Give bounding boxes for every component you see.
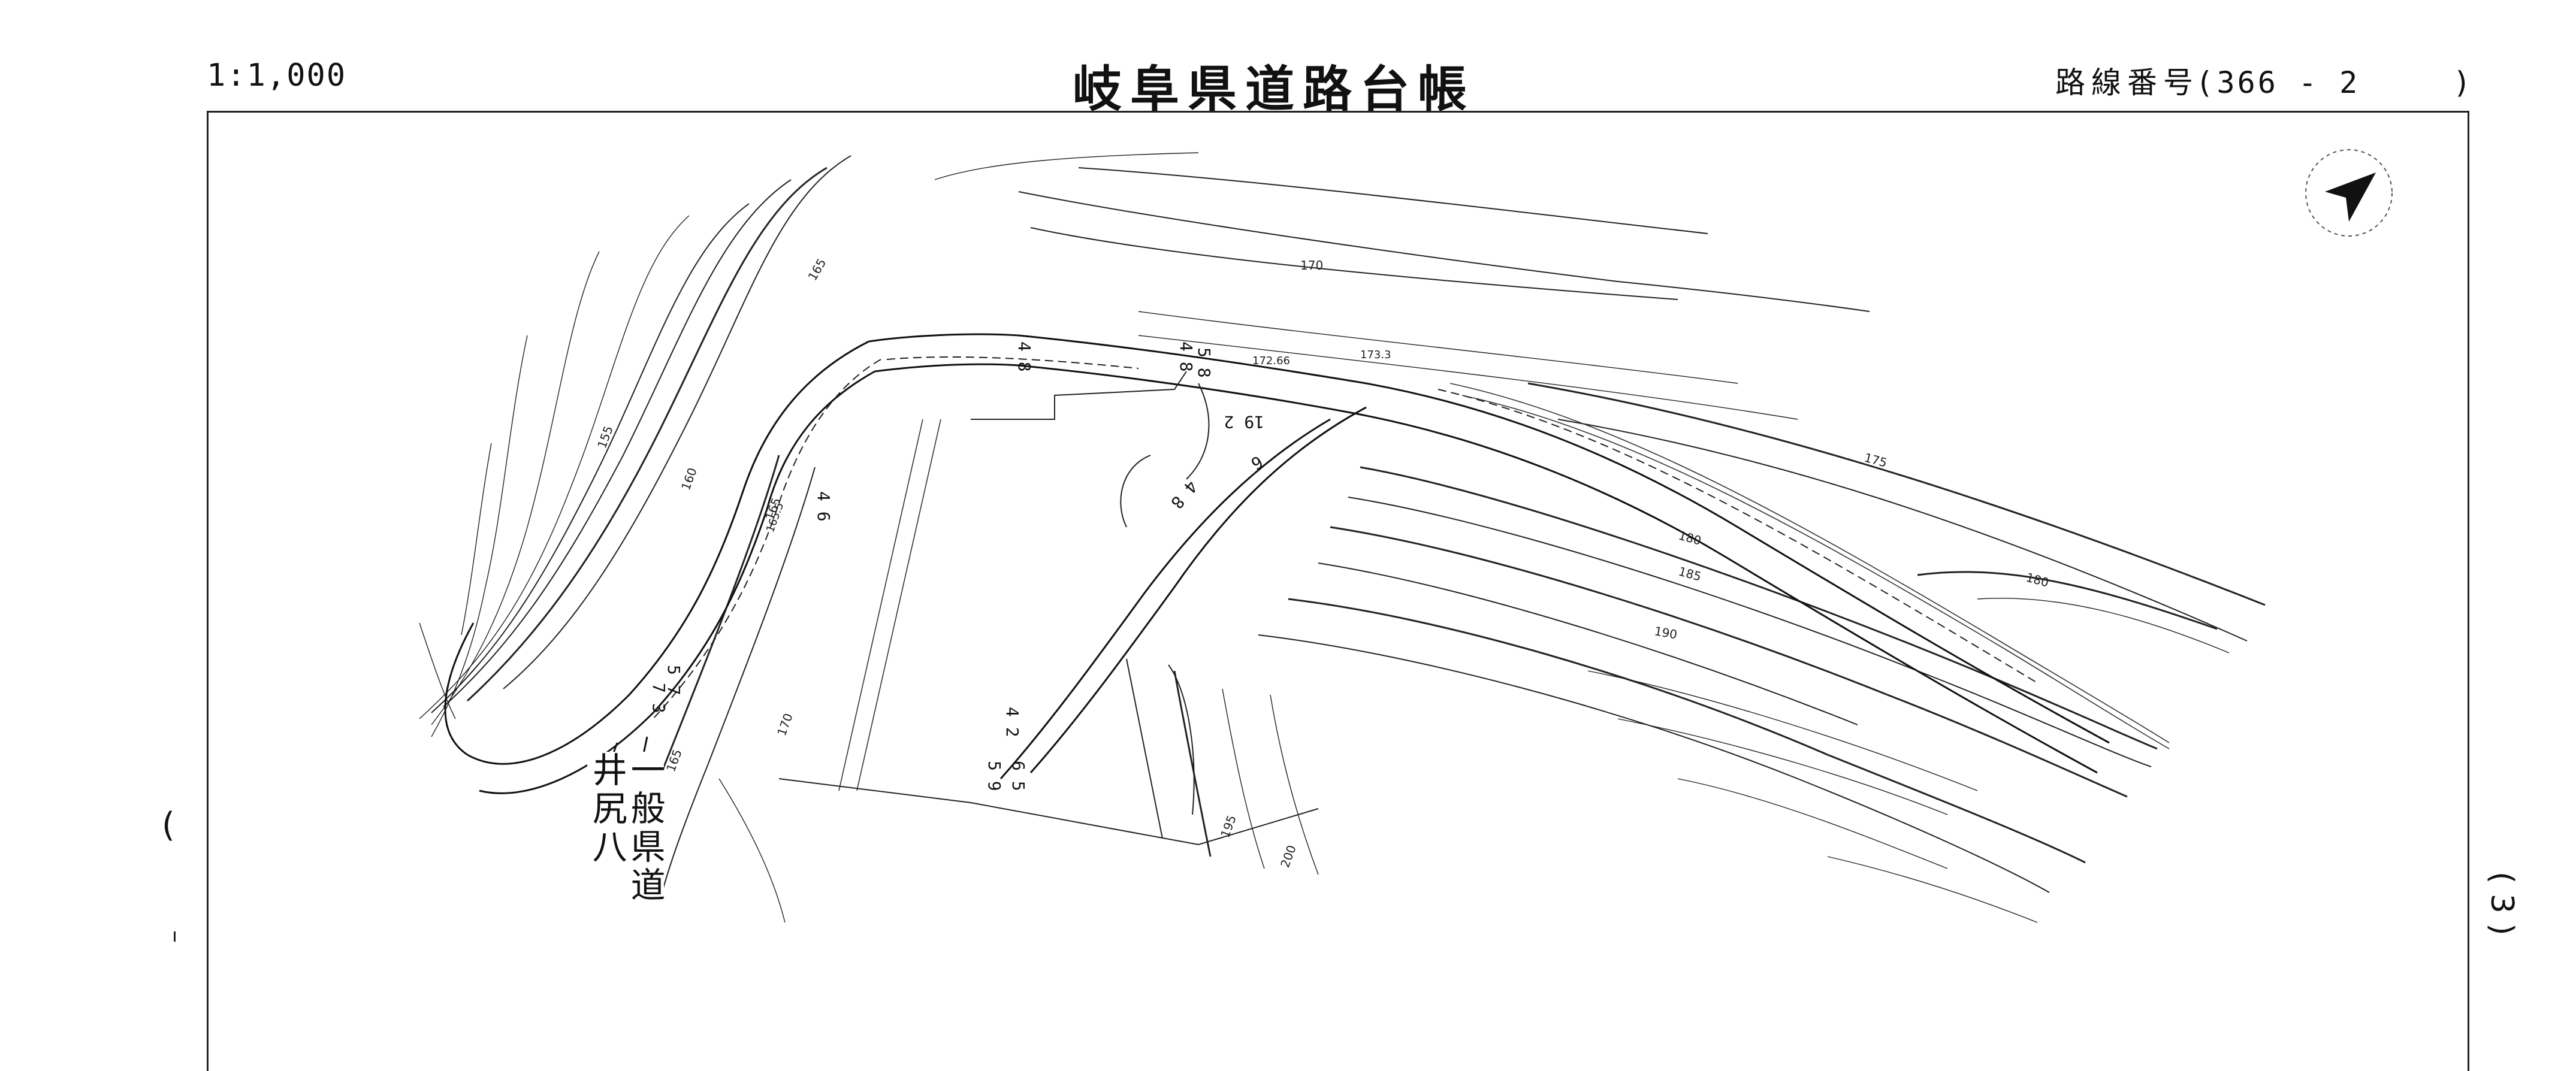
contour-label: 155 [594,424,616,450]
contour-line [431,335,528,737]
contour-line [466,167,828,702]
contour-line [1360,466,2158,750]
contour-line [656,467,816,917]
contour-label: 165 [663,748,685,774]
route-number-value: 366 - 2 [2216,65,2360,100]
road-width: 4 6 [814,491,833,522]
contour-label: 175 [1863,450,1889,470]
contour-label: 200 [1278,843,1299,870]
map-frame [207,111,2469,1071]
contour-line [1557,419,2248,642]
road-width: 19 2 [1224,412,1264,432]
contour-line [1587,670,1978,791]
contour-line [1977,598,2230,654]
map-scale: 1:1,000 [207,58,347,93]
contour-label: 165 [805,256,829,283]
contour-line [419,622,456,719]
contour-line [1138,311,1738,384]
road-width: 4 8 [1014,341,1034,372]
road-width: 6 5 [1008,761,1028,791]
road-boundary-dashed [653,359,881,719]
contour-label: 170 [774,712,796,738]
parcel-outline [971,371,1187,420]
contour-line [431,251,600,725]
retaining-wall [1449,383,2170,743]
road-edge [999,418,1331,779]
contour-line [1330,526,2128,798]
road-width: 4 2 [1002,707,1022,737]
road-edge [868,333,2110,744]
contour-line [443,179,792,707]
spot-height: 173.3 [1360,349,1391,361]
road-boundary-dashed [1438,389,2038,683]
route-number: 路線番号(366 - 2 ) [2055,59,2474,102]
contour-line [1030,227,1678,300]
contour-line [1288,598,2086,864]
left-margin-tick [174,931,176,942]
contour-line [431,203,750,713]
road-map: 155 160 165 165 165 170 170 175 180 180 … [419,149,2393,935]
road-width: 4 8 [1167,477,1201,513]
route-prefix: 路線番号( [2055,65,2217,100]
road-name-label: 一般県道井尻八 [587,752,666,942]
sheet-number: ( 3 ) [2484,872,2520,936]
parcel-outline [1120,455,1151,528]
contour-label: 180 [1677,528,1703,548]
contour-line [1173,670,1212,857]
retaining-wall [1461,395,2170,749]
road-edge [479,370,875,794]
north-arrow-icon [2305,149,2393,237]
contour-line [718,778,786,923]
road-boundary-dashed [886,356,1139,369]
contour-line [503,155,851,689]
contour-label: 190 [1653,624,1678,642]
contour-line [1348,497,2152,767]
contour-line [1527,382,2266,606]
contour-line [1258,634,2050,893]
contour-line [1126,658,1163,839]
road-width: 5 8 [1194,347,1214,378]
parcel-outline [778,778,1319,846]
road-edge [874,363,2098,774]
contour-line [1270,694,1319,875]
contour-label: 180 [2025,570,2050,590]
retaining-wall [856,419,941,791]
contour-line [1827,856,2038,923]
contour-line [419,215,690,719]
road-edge [444,340,869,765]
spot-height: 172.66 [1252,355,1290,367]
road-width: 7 3 [649,683,669,713]
contour-line [1222,688,1265,869]
road-width: 5 7 [664,665,684,695]
contour-line [1617,718,1948,815]
left-margin-mark: ( [162,806,175,845]
contour-label: 170 [1300,258,1323,273]
route-close: ) [2453,65,2474,100]
parcel-outline [1186,383,1210,480]
contour-line [1018,191,1870,312]
contour-label: 195 [1218,813,1239,840]
road-width: 4 8 [1176,341,1196,372]
retaining-wall [838,419,923,791]
contour-line [1078,167,1708,234]
parcel-outline [1168,664,1195,815]
contour-label: 160 [678,466,700,492]
road-width: 6 [1248,452,1266,474]
road-width: 5 9 [985,761,1004,791]
contour-line [1318,562,1858,725]
contour-line [1917,571,2218,630]
contour-line [1138,335,1798,420]
contour-line [461,443,492,636]
page-title: 岐阜県道路台帳 [1073,61,1476,118]
contour-line [934,152,1199,180]
contour-label: 185 [1677,564,1703,584]
contour-line [1677,778,1948,869]
road-edge [1029,406,1367,773]
